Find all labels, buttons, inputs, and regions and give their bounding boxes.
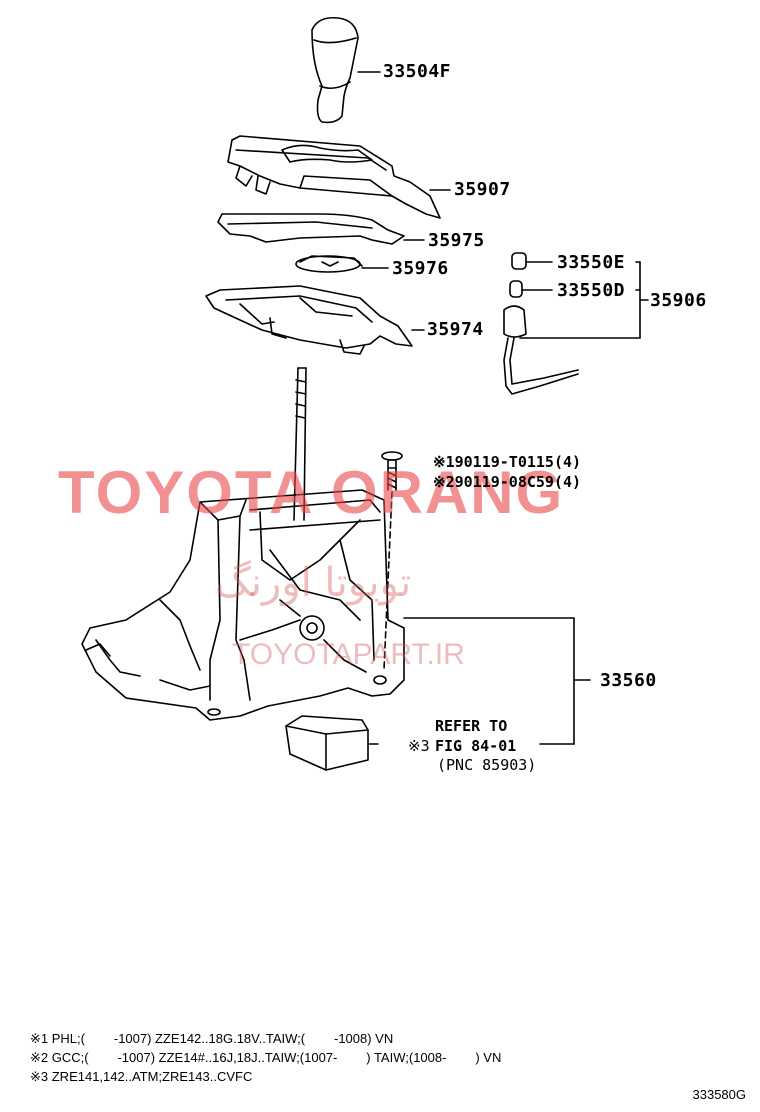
refer-line-2[interactable]: FIG 84-01 [435,737,517,755]
indicator-housing-drawing [205,285,425,355]
bezel-drawing [227,135,451,219]
label-plate[interactable]: 35975 [428,230,485,251]
label-clip[interactable]: 35976 [392,258,449,279]
shift-knob-drawing [311,16,381,124]
refer-mark: ※3 [408,737,430,755]
screw-drawing [381,451,403,671]
shift-lever-assembly-drawing [81,367,591,745]
label-screw-2[interactable]: ※290119-08C59(4) [433,473,582,491]
watermark-url: TOYOTAPART.IR [232,638,465,671]
footnote-3: ※3 ZRE141,142..ATM;ZRE143..CVFC [30,1069,253,1084]
refer-line-3: (PNC 85903) [437,756,537,774]
label-shift-assembly[interactable]: 33560 [600,670,657,691]
bulb-set-drawing [503,252,649,395]
clip-drawing [295,255,389,273]
footnote-2: ※2 GCC;( -1007) ZZE14#..16J,18J..TAIW;(1… [30,1050,502,1065]
watermark-arabic: تویوتا اورنگ [215,560,412,606]
label-indicator-housing[interactable]: 35974 [427,319,484,340]
diagram-code: 333580G [692,1087,747,1102]
footnote-1: ※1 PHL;( -1007) ZZE142..18G.18V..TAIW;( … [30,1031,394,1046]
label-knob[interactable]: 33504F [383,61,452,82]
module-box-drawing [285,715,379,771]
watermark-main: TOYOTA ORANG [58,459,565,526]
label-bulb-d[interactable]: 33550D [557,280,626,301]
label-bezel[interactable]: 35907 [454,179,511,200]
plate-drawing [217,213,425,245]
label-bulb-set[interactable]: 35906 [650,290,707,311]
label-bulb-e[interactable]: 33550E [557,252,626,273]
label-screw-1[interactable]: ※190119-T0115(4) [433,453,582,471]
refer-line-1: REFER TO [435,717,508,735]
